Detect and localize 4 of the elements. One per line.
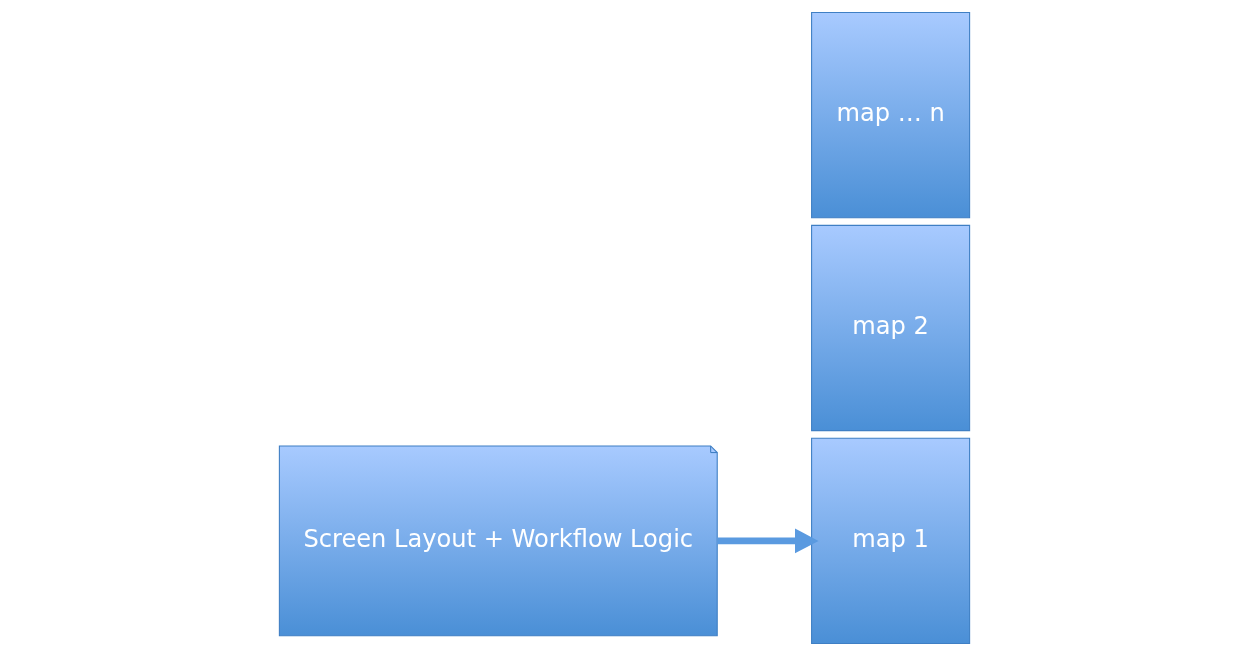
arrow [716,528,819,554]
node-box: map 1 [810,437,970,645]
node-box: map … n [810,11,970,219]
node-box: map 2 [810,224,970,432]
